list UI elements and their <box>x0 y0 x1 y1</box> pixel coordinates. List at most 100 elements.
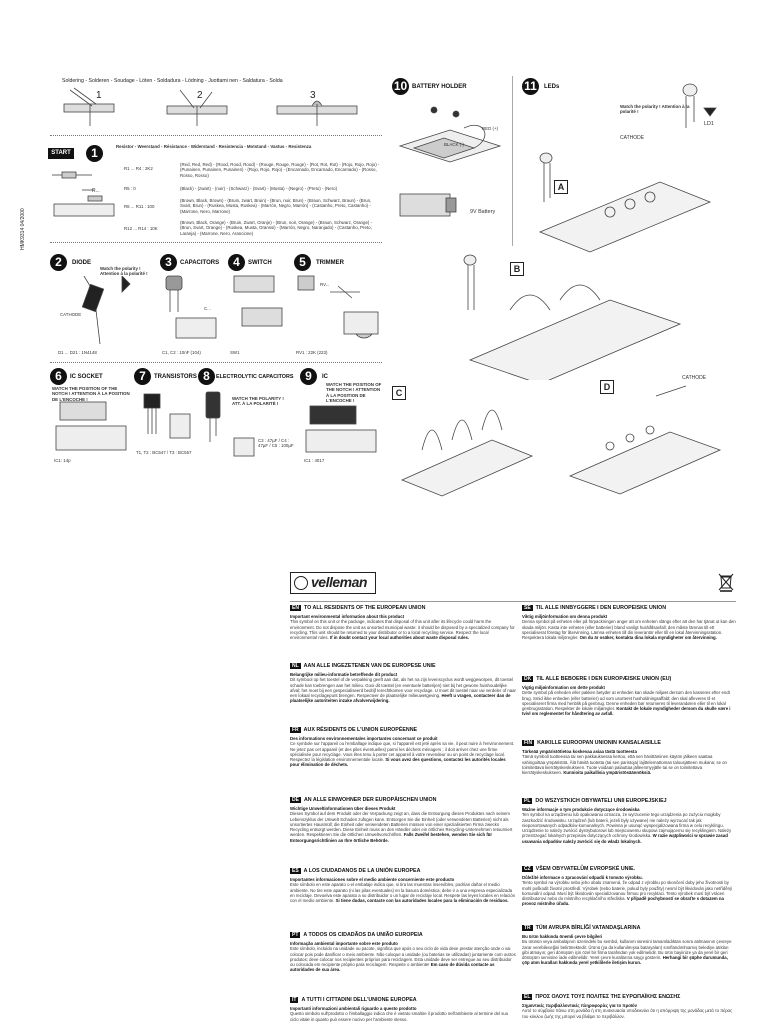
divider <box>512 76 513 246</box>
battery-illustration <box>398 106 502 217</box>
diode-illustration <box>81 276 131 345</box>
start-label: START <box>48 148 74 159</box>
weee-fin-text: Tärkeää ympäristötietoa koskevaa asiaa t… <box>522 749 727 776</box>
leds-note: Watch the polarity ! Attention à la pola… <box>620 104 690 115</box>
resistor-colors-4: (Brown, Black, Orange) - (Bruin, Zwart, … <box>180 220 373 236</box>
brand-name: velleman <box>311 574 367 590</box>
led-view-b-illustration <box>463 254 682 380</box>
weee-el-text: Σημαντικές περιβαλλοντικές πληροφορίες γ… <box>522 1003 733 1019</box>
resistor-colors-3: (Brown, Black, Brown) - (Bruin, zwart, B… <box>180 198 372 214</box>
step-number-10: 10 <box>392 78 409 95</box>
trimmer-value: RV1 : 22K (223) <box>296 350 328 355</box>
step-title-diode: DIODE <box>72 260 92 266</box>
led-view-a-label: A <box>554 180 568 194</box>
electrolytic-illustration <box>205 391 255 457</box>
trimmer-illustration <box>297 275 379 339</box>
capacitor-part-label: C... <box>204 306 211 311</box>
step-number-7: 7 <box>134 368 151 385</box>
step-title-switch: SWITCH <box>248 260 272 266</box>
divider <box>50 135 382 136</box>
step-number-11: 11 <box>522 78 539 95</box>
battery-title: BATTERY HOLDER <box>412 84 467 90</box>
transistor-illustration <box>143 393 191 439</box>
led-view-b-label: B <box>510 262 524 276</box>
side-code: HMK9314 04/2000 <box>20 208 26 250</box>
capacitor-value: C1, C2 : 10nF (104) <box>162 350 201 355</box>
led-view-d-cathode: CATHODE <box>682 375 707 381</box>
diode-cathode-label: CATHODE <box>60 312 82 317</box>
diode-value: D1 ... D21 : 1N4148 <box>58 350 97 355</box>
ic-socket-value: IC1: 14p <box>54 458 71 463</box>
weee-dk-text: Vigtig miljøinformation om dette produkt… <box>522 685 731 717</box>
weee-nl-text: Belangrijke milieu-informatie betreffend… <box>290 672 516 704</box>
battery-red-label: RED (+) <box>482 126 498 131</box>
resistor-header: Resistor - Weerstand - Résistance - Wide… <box>116 144 312 149</box>
resistor-ref-2: R5 : 0 <box>124 186 136 191</box>
ic-illustration <box>305 405 377 453</box>
logo-mark-icon <box>294 576 308 590</box>
battery-label: 9V Battery <box>470 209 496 215</box>
step-number-5: 5 <box>294 254 311 271</box>
ic-value: IC1 : 4017 <box>304 458 325 463</box>
electrolytic-value: C3 : 47µF / C4 : 47µF / C5 : 100µF <box>258 438 294 449</box>
trimmer-part-label: RV... <box>320 282 330 287</box>
weee-pl-text: Ważne informacje o tym produkcie dotyczą… <box>522 807 732 844</box>
ic-socket-illustration <box>55 401 127 451</box>
led-view-a-illustration <box>538 152 712 253</box>
step-title-transistors: TRANSISTORS <box>154 374 197 380</box>
weee-it-text: Importanti informazioni ambientali rigua… <box>290 1006 509 1022</box>
led-view-d-illustration <box>568 385 722 495</box>
resistor-colors-1: (Red, Red, Red) - (Rood, Rood, Rood) - (… <box>180 162 380 178</box>
ic-note: WATCH THE POSITION OF THE NOTCH ! ATTENT… <box>326 382 382 404</box>
step-number-2: 2 <box>50 254 67 271</box>
weee-bin-icon <box>718 573 734 592</box>
step-title-ic: IC <box>322 374 328 380</box>
capacitor-illustration <box>165 275 217 339</box>
soldering-illustrations <box>63 87 358 126</box>
led-view-c-illustration <box>400 409 534 497</box>
switch-value: SW1 <box>230 350 240 355</box>
soldering-header: Soldering - Solderen - Soudage - Löten -… <box>62 78 283 84</box>
led-symbol <box>682 83 717 128</box>
battery-black-label: BLACK (-) <box>444 142 465 147</box>
resistor-colors-2: (Black) - (zwart) - (noir) - (Schwarz) -… <box>180 186 338 191</box>
resistor-ref-1: R1 ... R4 : 2K2 <box>124 166 153 171</box>
electrolytic-note: WATCH THE POLARITY ! ATT. À LA POLARITÉ … <box>232 396 284 407</box>
step-number-9: 9 <box>300 368 317 385</box>
weee-de-text: Wichtige Umweltinformationen über dieses… <box>290 806 513 843</box>
resistor-illustration: R... <box>52 171 115 217</box>
divider <box>290 601 736 602</box>
step-title-trimmer: TRIMMER <box>316 260 344 266</box>
switch-illustration <box>233 275 283 327</box>
weee-en-text: Important environmental information abou… <box>290 614 515 641</box>
weee-es-text: Importantes informaciones sobre el medio… <box>290 877 515 904</box>
svg-text:R...: R... <box>92 188 100 194</box>
step-number-3: 3 <box>160 254 177 271</box>
step-number-8: 8 <box>198 368 215 385</box>
resistor-ref-3: R6 ... R11 : 100 <box>124 204 155 209</box>
solder-step-3: 3 <box>310 90 316 101</box>
step-title-capacitors: CAPACITORS <box>180 260 220 266</box>
ic-socket-note: WATCH THE POSITION OF THE NOTCH ! ATTENT… <box>52 386 130 402</box>
resistor-ref-4: R12 ... R14 : 10K <box>124 226 158 231</box>
diode-note: Watch the polarity ! Attention à la pola… <box>100 266 148 277</box>
solder-step-1: 1 <box>96 90 102 101</box>
weee-pt-text: Informação ambiental importante sobre es… <box>290 941 516 973</box>
step-number-6: 6 <box>50 368 67 385</box>
weee-se-text: Viktig miljöinformation om denna produkt… <box>522 614 736 641</box>
solder-step-2: 2 <box>197 90 203 101</box>
velleman-logo: velleman <box>290 572 376 594</box>
step-number-4: 4 <box>228 254 245 271</box>
step-number-1: 1 <box>86 145 103 162</box>
